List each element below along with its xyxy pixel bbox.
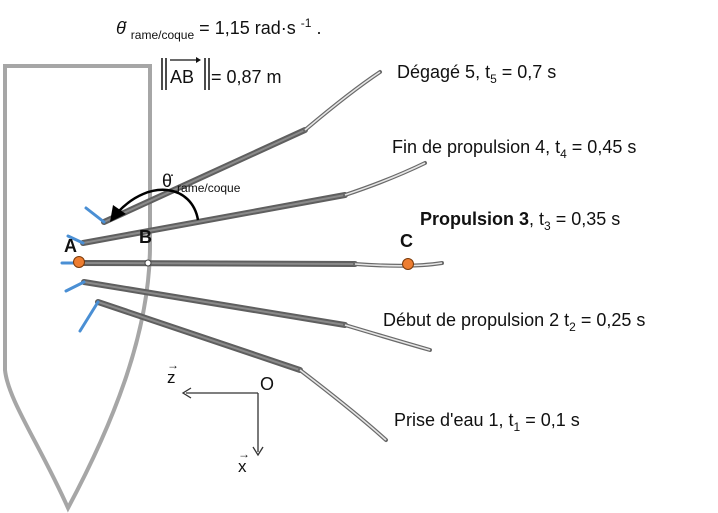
distance-ab: AB = 0,87 m xyxy=(161,57,282,90)
position-1-label: Prise d'eau 1, t1 = 0,1 s xyxy=(394,410,580,434)
reference-frame xyxy=(181,387,264,457)
oar-blade-highlight-2 xyxy=(344,324,431,351)
oar-shaft-highlight-4 xyxy=(82,194,346,244)
point-a-label: A xyxy=(64,236,77,256)
oar-shaft-highlight-5 xyxy=(103,129,306,223)
pivot-b xyxy=(144,259,152,267)
oar-handles xyxy=(60,206,106,333)
oar-shaft-highlight-2 xyxy=(83,281,346,326)
oar-shaft-highlight-1 xyxy=(97,301,301,371)
origin-label: O xyxy=(260,374,274,394)
position-5-label: Dégagé 5, t5 = 0,7 s xyxy=(397,62,556,86)
rotation-arrowhead xyxy=(110,205,126,222)
point-c-label: C xyxy=(400,231,413,251)
vector-ab-label: AB xyxy=(170,67,194,87)
z-axis-arrowhead xyxy=(181,387,192,399)
position-3-label: Propulsion 3, t3 = 0,35 s xyxy=(420,209,620,233)
equals-sign: = xyxy=(199,18,215,38)
position-4-label: Fin de propulsion 4, t4 = 0,45 s xyxy=(392,137,636,161)
handle-4 xyxy=(66,234,85,245)
arc-omega-label: θ̇ rame/coque xyxy=(162,171,241,195)
handle-1 xyxy=(78,300,100,333)
theta-dot-symbol: θ̇ xyxy=(116,18,127,38)
oar-blade-highlight-5 xyxy=(304,71,381,131)
rotation-arc xyxy=(117,188,200,221)
oar-shaft-highlight-3 xyxy=(79,262,356,265)
handle-5 xyxy=(84,206,106,224)
angular-velocity-suffix: . xyxy=(316,18,321,38)
distance-value: = 0,87 m xyxy=(211,67,282,87)
oar-blade-highlight-1 xyxy=(299,369,387,441)
point-b-label: B xyxy=(139,227,152,247)
z-axis-arrow-mark: → xyxy=(167,358,179,372)
z-axis-label: z xyxy=(167,368,176,387)
angular-velocity-value: 1,15 rad·s xyxy=(215,18,296,38)
handle-2 xyxy=(64,280,86,293)
point-c-marker xyxy=(402,258,414,270)
x-axis-label: x xyxy=(238,457,247,476)
position-2-label: Début de propulsion 2 t2 = 0,25 s xyxy=(383,310,645,334)
x-axis-arrow-mark: → xyxy=(238,447,250,461)
point-a-marker xyxy=(73,256,85,268)
x-axis-arrowhead xyxy=(252,446,264,457)
angular-velocity-exponent: -1 xyxy=(301,16,312,30)
theta-subscript: rame/coque xyxy=(131,28,195,42)
angular-velocity-equation: θ̇ rame/coque = 1,15 rad·s -1 . xyxy=(116,11,321,43)
oar-blade-highlight-4 xyxy=(344,162,426,196)
